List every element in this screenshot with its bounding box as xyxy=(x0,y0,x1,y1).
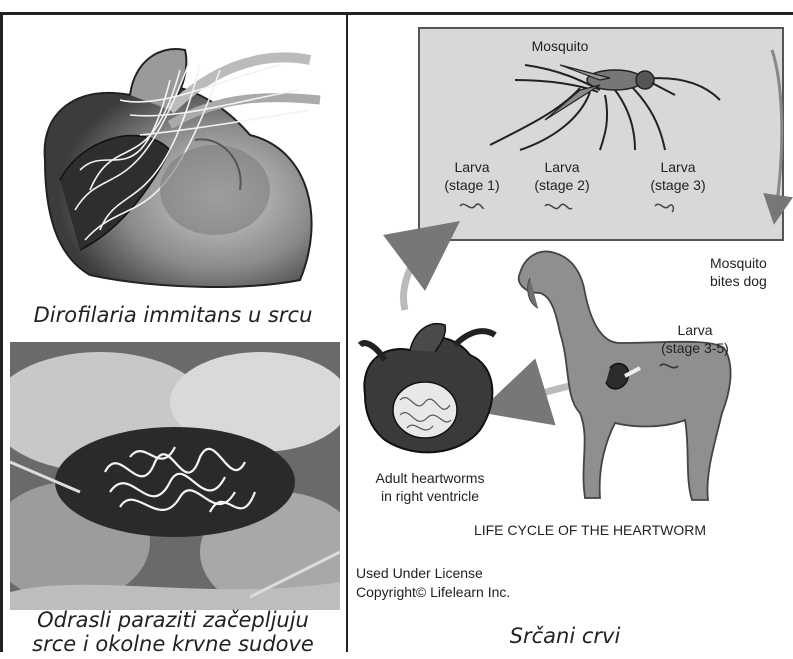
frame-divider xyxy=(346,12,348,652)
frame-top-border xyxy=(0,12,793,15)
photo-caption-line1: Odrasli paraziti začepljuju xyxy=(0,608,346,632)
heart-caption: Dirofilaria immitans u srcu xyxy=(0,303,346,327)
frame-left-border xyxy=(0,12,3,652)
life-cycle-title: LIFE CYCLE OF THE HEARTWORM xyxy=(420,521,760,539)
license-line1: Used Under License xyxy=(356,564,556,582)
dog-larva-label: Larva (stage 3-5) xyxy=(650,321,740,357)
adult-heartworms-label: Adult heartworms in right ventricle xyxy=(360,469,500,505)
photo-caption-line2: srce i okolne krvne sudove xyxy=(0,632,346,656)
heartworm-caption: Srčani crvi xyxy=(440,624,690,648)
dog-silhouette xyxy=(510,248,740,508)
license-line2: Copyright© Lifelearn Inc. xyxy=(356,583,576,601)
arrow-to-mosquito xyxy=(404,242,432,310)
worm-heart-illustration xyxy=(355,320,505,460)
parasite-photo xyxy=(10,342,340,610)
arrow-to-dog xyxy=(772,50,782,210)
heart-illustration xyxy=(20,40,340,295)
